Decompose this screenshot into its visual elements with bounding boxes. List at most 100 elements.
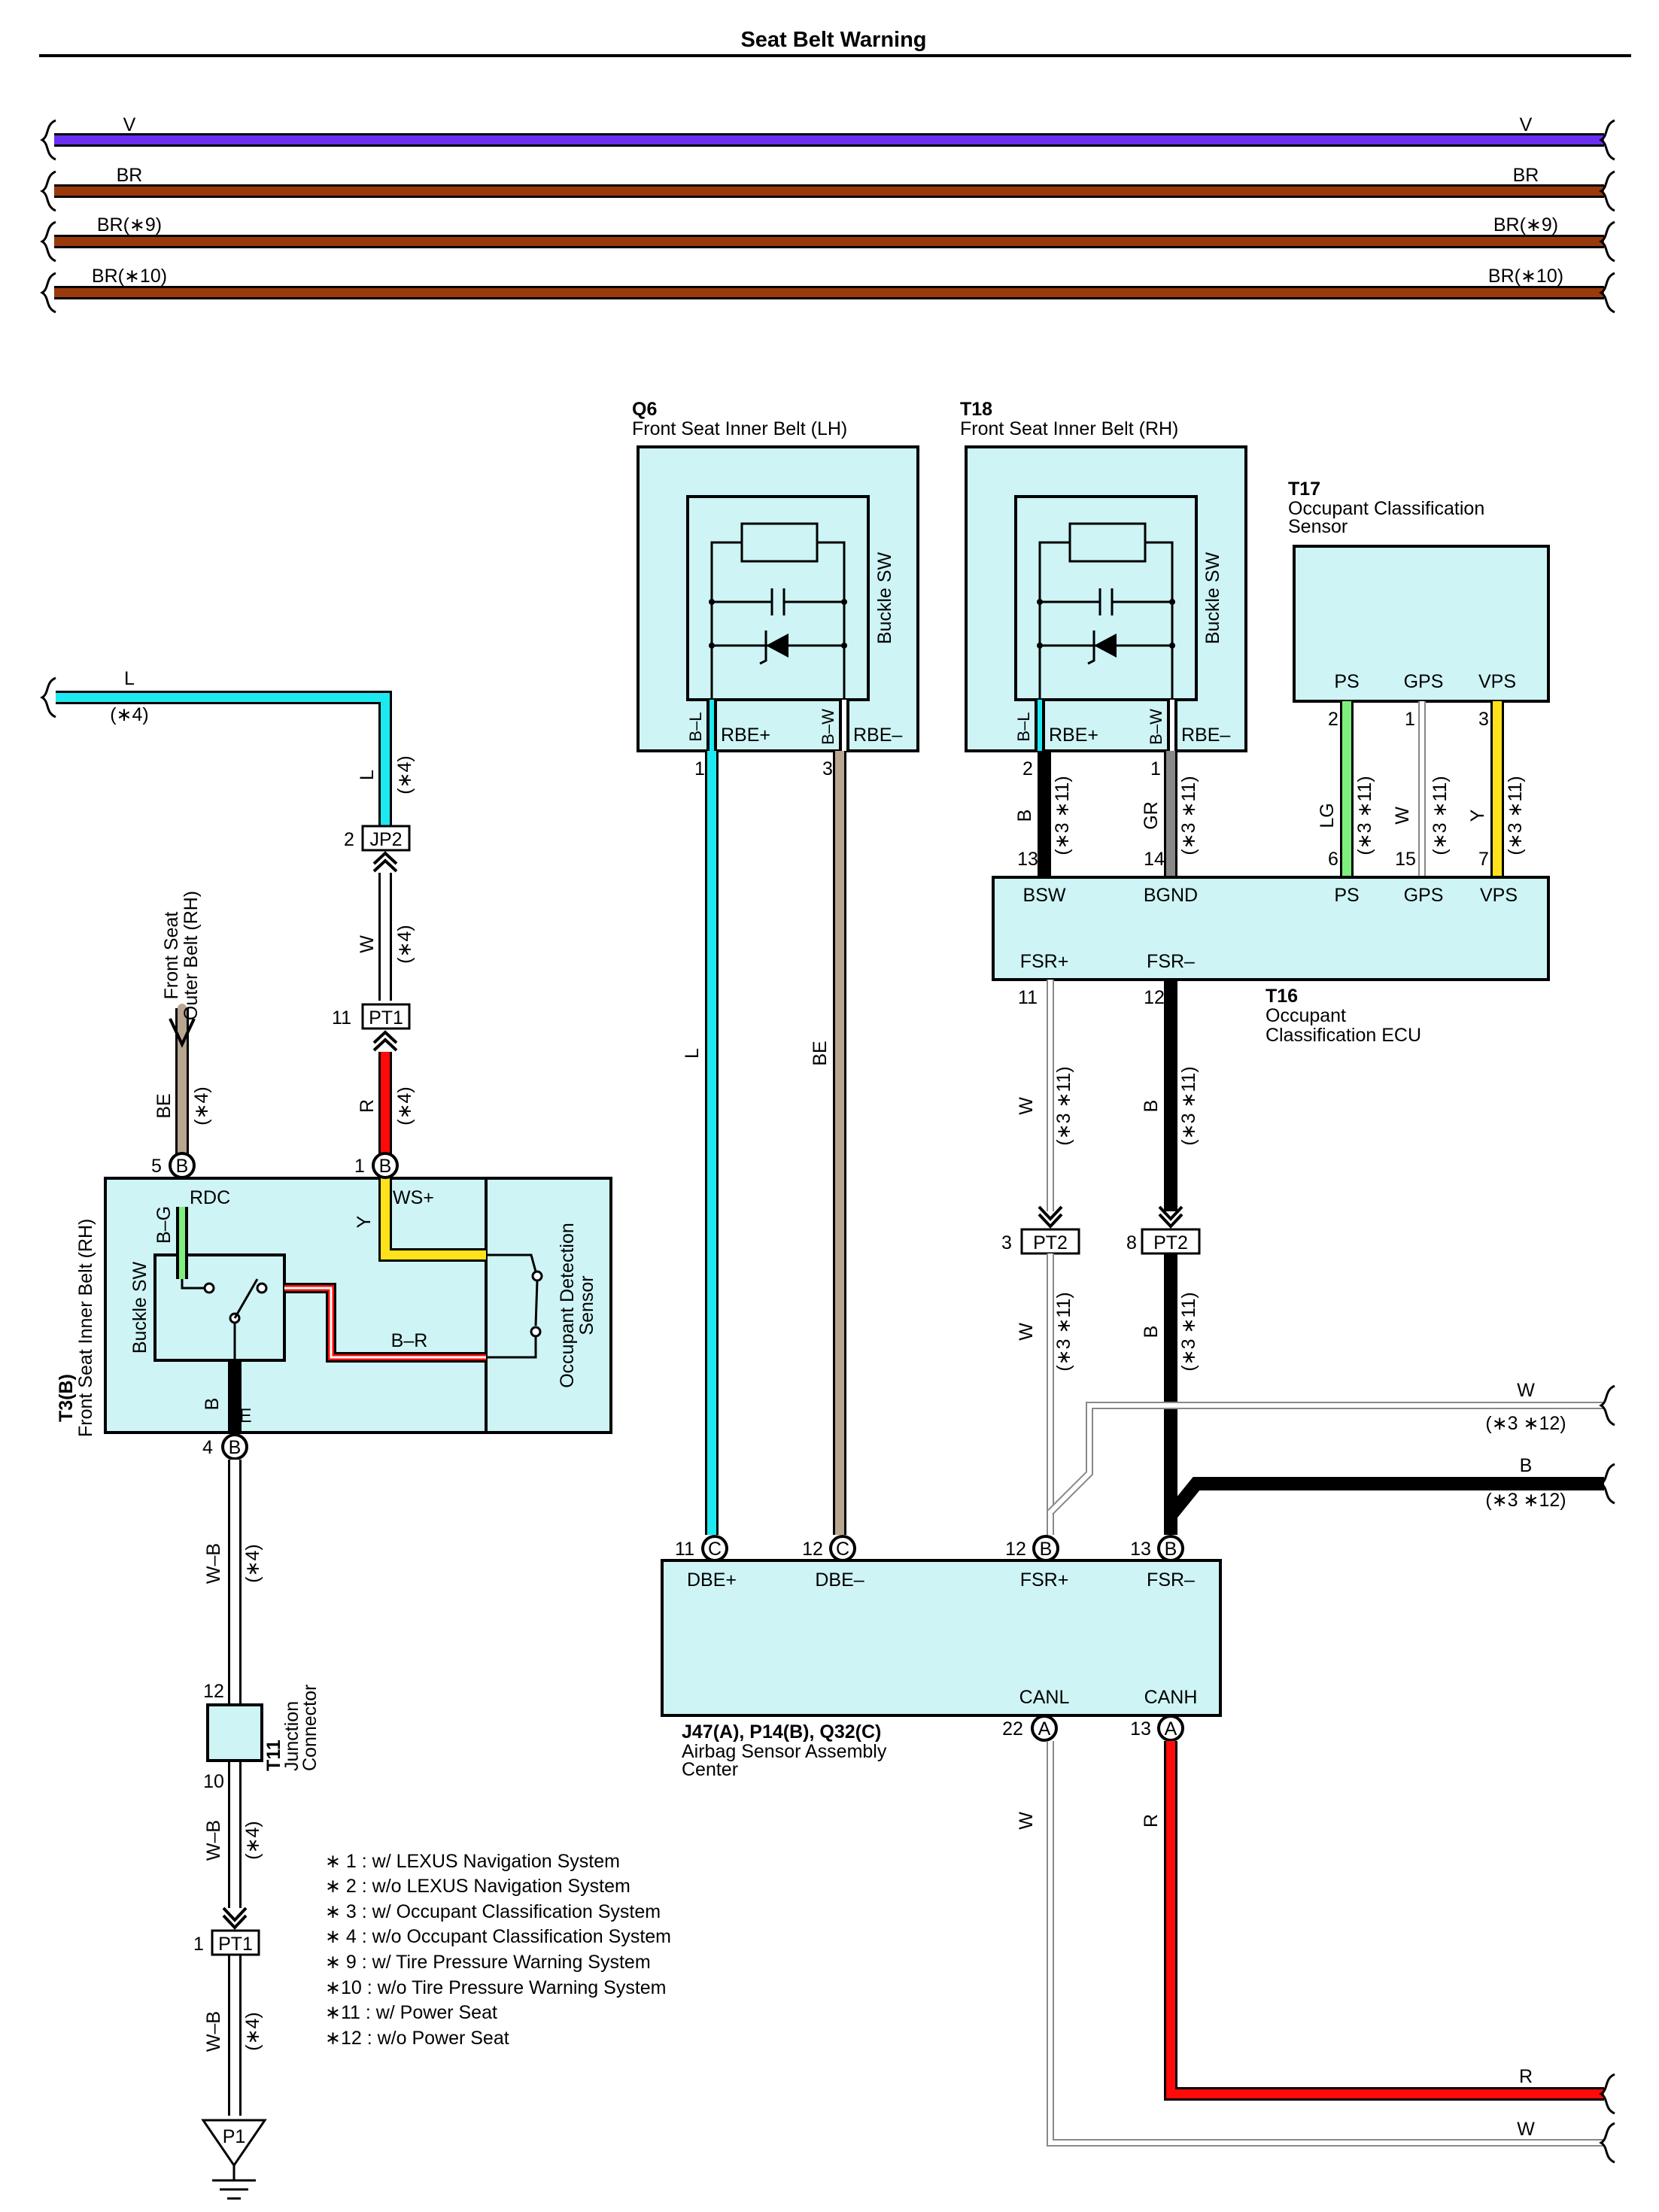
svg-text:Sensor: Sensor (576, 1275, 597, 1335)
svg-text:T16: T16 (1266, 986, 1298, 1007)
svg-text:B: B (1520, 1455, 1533, 1476)
note-item: ∗ 3 : w/ Occupant Classification System (325, 1901, 661, 1922)
svg-text:GPS: GPS (1404, 671, 1444, 692)
svg-text:B: B (1141, 1100, 1162, 1113)
bus-label-left: BR(∗9) (97, 214, 162, 235)
svg-text:(∗4): (∗4) (394, 925, 415, 964)
svg-text:13: 13 (1130, 1539, 1151, 1560)
bus-label-right: BR(∗9) (1493, 214, 1558, 235)
svg-text:13: 13 (1130, 1718, 1151, 1740)
svg-text:T3(B): T3(B) (56, 1374, 77, 1422)
svg-text:VPS: VPS (1478, 671, 1516, 692)
svg-text:1: 1 (1405, 709, 1415, 730)
svg-text:R: R (1519, 2066, 1533, 2087)
bus-wire-br10: BR(∗10) BR(∗10) (41, 266, 1616, 314)
svg-text:PS: PS (1334, 885, 1359, 906)
svg-text:B: B (1141, 1326, 1162, 1338)
svg-text:7: 7 (1478, 849, 1489, 870)
svg-text:GPS: GPS (1404, 885, 1444, 906)
svg-text:BSW: BSW (1023, 885, 1066, 906)
svg-text:T11: T11 (263, 1740, 284, 1771)
svg-text:Classification ECU: Classification ECU (1266, 1025, 1421, 1046)
svg-text:J47(A), P14(B), Q32(C): J47(A), P14(B), Q32(C) (682, 1721, 881, 1743)
svg-text:(∗4): (∗4) (242, 2012, 263, 2051)
svg-text:Buckle SW: Buckle SW (874, 551, 895, 644)
wire-b-right: B (∗3 ∗12) (1165, 1455, 1616, 1520)
svg-text:6: 6 (1328, 849, 1338, 870)
notes-list: ∗ 1 : w/ LEXUS Navigation System ∗ 2 : w… (325, 1851, 671, 2049)
svg-text:B: B (379, 1156, 392, 1177)
svg-text:B: B (1040, 1539, 1053, 1560)
svg-text:2: 2 (344, 829, 354, 850)
wire-canl-w: W W (1016, 1741, 1616, 2164)
svg-text:B: B (176, 1156, 189, 1177)
svg-text:Front Seat Inner Belt (RH): Front Seat Inner Belt (RH) (960, 418, 1178, 439)
wire-t18-gr: GR (∗3 ∗11) (1141, 751, 1199, 877)
wire-t17-lg: LG (∗3 ∗11) (1317, 701, 1375, 877)
component-t17: T17 Occupant Classification Sensor PS GP… (1288, 479, 1550, 730)
component-t11: 12 10 T11 Junction Connector (203, 1681, 321, 1792)
outer-belt-label: Front Seat (161, 912, 182, 1000)
note-item: ∗11 : w/ Power Seat (325, 2002, 497, 2023)
svg-text:3: 3 (822, 758, 833, 779)
svg-text:CANL: CANL (1019, 1687, 1070, 1708)
svg-text:DBE–: DBE– (815, 1569, 864, 1591)
connector-pt1-top: PT1 11 (332, 1003, 411, 1052)
svg-text:5: 5 (151, 1156, 162, 1177)
wire-canh-r: R R (1141, 1741, 1616, 2115)
svg-text:2: 2 (1328, 709, 1338, 730)
component-t18: T18 Front Seat Inner Belt (RH) Buckle SW… (960, 399, 1247, 779)
note-item: ∗ 1 : w/ LEXUS Navigation System (325, 1851, 620, 1872)
bus-label-right: BR (1513, 165, 1539, 186)
svg-text:(∗3 ∗12): (∗3 ∗12) (1485, 1413, 1566, 1434)
svg-text:B: B (1165, 1539, 1177, 1560)
svg-text:L: L (357, 770, 378, 780)
svg-text:12: 12 (1005, 1539, 1026, 1560)
svg-text:(∗3 ∗11): (∗3 ∗11) (1178, 1066, 1199, 1145)
svg-text:Buckle SW: Buckle SW (129, 1261, 150, 1354)
note-item: ∗ 2 : w/o LEXUS Navigation System (325, 1876, 630, 1897)
svg-text:W: W (1517, 1380, 1535, 1401)
svg-text:(∗4): (∗4) (394, 1086, 415, 1126)
svg-text:22: 22 (1002, 1718, 1023, 1740)
svg-text:BE: BE (810, 1041, 831, 1065)
svg-text:BE: BE (153, 1093, 175, 1118)
svg-text:PT1: PT1 (218, 1934, 253, 1955)
svg-text:(∗3 ∗11): (∗3 ∗11) (1178, 1292, 1199, 1371)
svg-text:B: B (202, 1398, 223, 1411)
wire-l-top: L (∗4) L (∗4) (41, 668, 415, 835)
svg-text:Airbag Sensor Assembly: Airbag Sensor Assembly (682, 1741, 887, 1762)
wire-t17-w: W (∗3 ∗11) (1392, 701, 1451, 877)
svg-text:Occupant Detection: Occupant Detection (557, 1223, 578, 1388)
svg-text:8: 8 (1126, 1232, 1137, 1253)
svg-text:RBE+: RBE+ (721, 725, 770, 746)
svg-text:11: 11 (675, 1539, 694, 1560)
note-item: ∗ 9 : w/ Tire Pressure Warning System (325, 1952, 651, 1973)
svg-text:W–B: W–B (203, 2011, 224, 2052)
svg-text:LG: LG (1317, 803, 1338, 828)
svg-text:11: 11 (332, 1007, 351, 1029)
connector-jp2: JP2 2 (344, 825, 411, 873)
bus-wire-v: V V (41, 114, 1616, 161)
component-t3: Buckle SW B–R Y Occupant Detection Senso… (56, 1152, 612, 1460)
svg-text:A: A (1038, 1718, 1051, 1740)
bus-label-left: BR(∗10) (92, 266, 167, 287)
bus-label-right: V (1520, 114, 1533, 135)
svg-text:L: L (124, 668, 135, 689)
svg-text:B: B (1014, 810, 1035, 822)
svg-text:E: E (239, 1405, 252, 1427)
svg-text:(∗3 ∗11): (∗3 ∗11) (1354, 776, 1375, 855)
svg-text:RBE–: RBE– (1181, 725, 1230, 746)
svg-text:C: C (836, 1539, 849, 1560)
svg-text:(∗3 ∗11): (∗3 ∗11) (1178, 776, 1199, 855)
svg-text:VPS: VPS (1480, 885, 1518, 906)
svg-text:(∗3 ∗11): (∗3 ∗11) (1505, 776, 1526, 855)
page-title: Seat Belt Warning (740, 28, 926, 52)
svg-text:W–B: W–B (203, 1820, 224, 1861)
wire-fsr-w2: W (∗3 ∗11) (1016, 1253, 1074, 1535)
wire-fsr-b1: B (∗3 ∗11) (1141, 980, 1199, 1211)
svg-text:RBE–: RBE– (853, 725, 902, 746)
svg-text:GR: GR (1141, 801, 1162, 830)
svg-text:T18: T18 (960, 399, 992, 420)
svg-text:PT2: PT2 (1153, 1232, 1188, 1253)
